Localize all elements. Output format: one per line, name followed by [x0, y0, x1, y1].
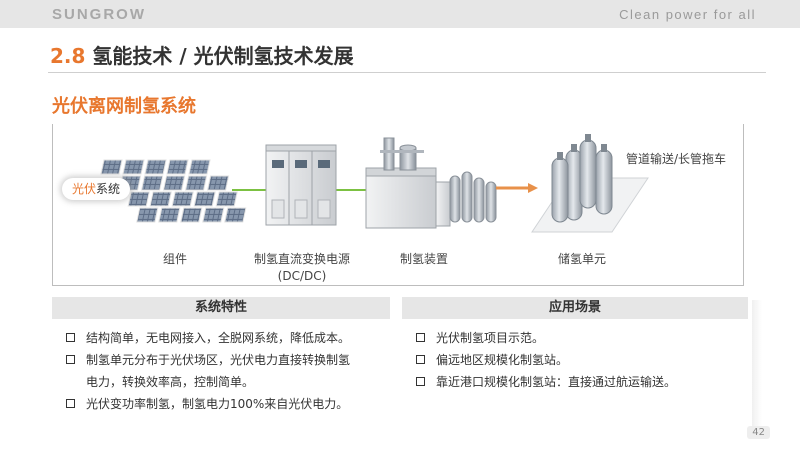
- feature-text: 制氢单元分布于光伏场区，光伏电力直接转换制氢: [86, 353, 351, 367]
- slide-title-text: 氢能技术 / 光伏制氢技术发展: [92, 44, 354, 68]
- pv-tag-suffix: 系统: [96, 182, 121, 196]
- application-text: 靠近港口规模化制氢站：直接通过航运输送。: [436, 375, 677, 389]
- feature-text: 光伏变功率制氢，制氢电力100%来自光伏电力。: [86, 397, 349, 411]
- slide-title: 2.8 氢能技术 / 光伏制氢技术发展: [50, 40, 354, 69]
- pv-modules-icon: [100, 159, 247, 223]
- dc-dc-converter-icon: [265, 144, 337, 226]
- checkbox-bullet-icon: [66, 399, 75, 408]
- diagram-frame: [52, 124, 744, 286]
- transport-label: 管道输送/长管拖车: [626, 152, 727, 166]
- page-number: 42: [747, 426, 770, 439]
- modules-label: 组件: [162, 252, 187, 266]
- brand-logo: SUNGROW: [52, 6, 146, 23]
- flow-arrow-icon: [496, 183, 538, 193]
- title-divider: [48, 72, 766, 73]
- list-item: 结构简单，无电网接入，全脱网系统，降低成本。: [66, 327, 380, 349]
- list-item: 光伏制氢项目示范。: [416, 327, 738, 349]
- pv-tag-prefix: 光伏: [71, 182, 96, 196]
- feature-text: 电力，转换效率高，控制简单。: [86, 375, 255, 389]
- features-title: 系统特性: [52, 297, 390, 319]
- checkbox-bullet-icon: [66, 355, 75, 364]
- hydrogen-storage-icon: [531, 134, 649, 233]
- list-item: 制氢单元分布于光伏场区，光伏电力直接转换制氢: [66, 349, 380, 371]
- electrolyzer-label: 制氢装置: [399, 252, 448, 266]
- applications-title: 应用场景: [402, 297, 748, 319]
- features-panel: 系统特性 结构简单，无电网接入，全脱网系统，降低成本。 制氢单元分布于光伏场区，…: [52, 297, 390, 427]
- applications-panel: 应用场景 光伏制氢项目示范。 偏远地区规模化制氢站。 靠近港口规模化制氢站：直接…: [402, 297, 748, 427]
- converter-label-line1: 制氢直流变换电源: [253, 252, 350, 266]
- section-title: 光伏离网制氢系统: [52, 96, 196, 117]
- top-bar: SUNGROW Clean power for all: [0, 0, 800, 28]
- converter-label-line2: (DC/DC): [277, 269, 327, 283]
- list-item: 光伏变功率制氢，制氢电力100%来自光伏电力。: [66, 393, 380, 415]
- panel-shadow: [752, 300, 762, 430]
- list-item: 偏远地区规模化制氢站。: [416, 349, 738, 371]
- application-text: 偏远地区规模化制氢站。: [436, 353, 569, 367]
- converter-label: 制氢直流变换电源 (DC/DC): [232, 250, 372, 283]
- checkbox-bullet-icon: [416, 333, 425, 342]
- electrolyzer-icon: [365, 137, 497, 229]
- application-text: 光伏制氢项目示范。: [436, 331, 545, 345]
- applications-list: 光伏制氢项目示范。 偏远地区规模化制氢站。 靠近港口规模化制氢站：直接通过航运输…: [416, 327, 738, 393]
- list-item-continuation: 电力，转换效率高，控制简单。: [66, 371, 380, 393]
- slide-number: 2.8: [50, 44, 86, 68]
- checkbox-bullet-icon: [66, 333, 75, 342]
- list-item: 靠近港口规模化制氢站：直接通过航运输送。: [416, 371, 738, 393]
- pv-system-tag: 光伏系统: [62, 178, 130, 200]
- storage-label: 储氢单元: [557, 252, 606, 266]
- checkbox-bullet-icon: [416, 355, 425, 364]
- feature-text: 结构简单，无电网接入，全脱网系统，降低成本。: [86, 331, 351, 345]
- checkbox-bullet-icon: [416, 377, 425, 386]
- features-list: 结构简单，无电网接入，全脱网系统，降低成本。 制氢单元分布于光伏场区，光伏电力直…: [66, 327, 380, 415]
- tagline: Clean power for all: [619, 7, 756, 22]
